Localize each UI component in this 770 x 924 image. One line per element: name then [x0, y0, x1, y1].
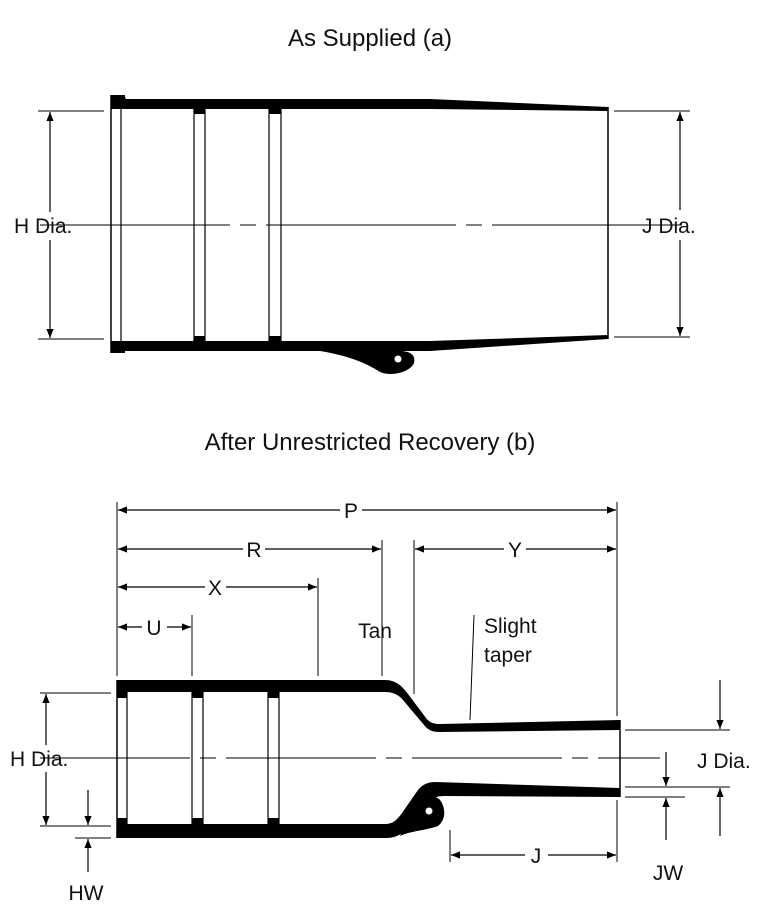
u-dim-label: U — [146, 617, 161, 640]
x-dim-label: X — [208, 577, 222, 600]
p-dim-label: P — [344, 500, 358, 523]
sleeve-a-band-notches — [194, 109, 281, 341]
figure-a-title: As Supplied (a) — [288, 25, 452, 52]
y-dim-label: Y — [508, 539, 522, 562]
sleeve-b-tab — [400, 796, 445, 836]
sleeve-a-left-cap-top — [111, 95, 125, 109]
sleeve-b-top-wall — [117, 680, 620, 732]
figure-a-as-supplied: As Supplied (a) — [14, 25, 696, 374]
figure-b-after-recovery: After Unrestricted Recovery (b) — [10, 429, 751, 905]
sleeve-b-tab-hole — [425, 807, 433, 815]
figure-b-title: After Unrestricted Recovery (b) — [205, 429, 536, 456]
r-dim-label: R — [246, 539, 261, 562]
sleeve-a-tab — [320, 351, 415, 374]
slight-taper-label-line1: Slight — [484, 615, 537, 638]
tan-label: Tan — [358, 620, 392, 643]
hw-label: HW — [69, 882, 104, 905]
sleeve-b-band-notches — [117, 692, 279, 824]
h-dia-a-label: H Dia. — [14, 215, 72, 238]
sleeve-a-top-wall — [111, 95, 608, 111]
j-dia-b-label: J Dia. — [697, 750, 751, 773]
sleeve-b-bottom-wall — [117, 782, 620, 838]
slight-taper-label-line2: taper — [484, 644, 532, 667]
slight-taper-leader — [469, 614, 475, 721]
j-len-label: J — [531, 845, 542, 868]
j-dia-a-label: J Dia. — [642, 215, 696, 238]
h-dia-b-label: H Dia. — [10, 748, 68, 771]
sleeve-a-bottom-wall — [111, 335, 608, 351]
jw-label: JW — [653, 862, 684, 885]
sleeve-a-left-cap-bottom — [111, 341, 125, 353]
sleeve-a-tab-hole — [394, 355, 402, 363]
